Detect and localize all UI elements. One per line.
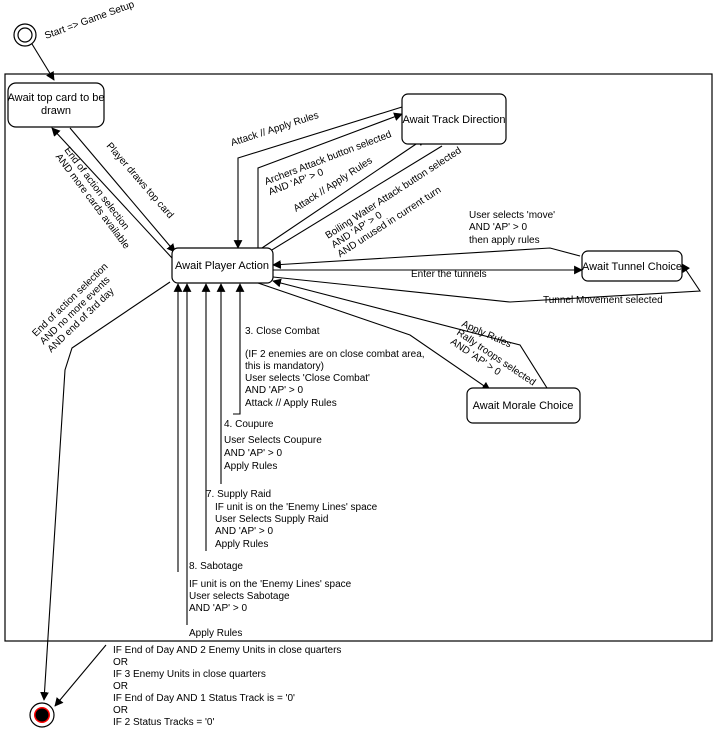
svg-text:AND 'AP' > 0: AND 'AP' > 0 — [189, 603, 247, 614]
svg-text:Apply Rules: Apply Rules — [189, 628, 242, 639]
edge-close-combat — [233, 283, 245, 415]
svg-text:User Selects Coupure: User Selects Coupure — [224, 435, 322, 446]
svg-text:IF unit is on the 'Enemy Lines: IF unit is on the 'Enemy Lines' space — [215, 502, 378, 513]
svg-text:Await Morale Choice: Await Morale Choice — [473, 400, 574, 412]
edge-tunnel-movement — [272, 263, 701, 303]
edge-apply-rules-morale — [272, 278, 548, 389]
svg-text:Await top card to be: Await top card to be — [7, 92, 104, 104]
edge-boiling-water — [261, 145, 443, 257]
edge-game-end — [54, 644, 107, 707]
state-await-tunnel-choice: Await Tunnel Choice — [581, 250, 683, 282]
edge-end-of-day3 — [40, 281, 171, 701]
composite-state-frame — [4, 73, 713, 642]
label-attack-top: Attack // Apply Rules — [230, 110, 321, 149]
svg-text:Apply Rules: Apply Rules — [224, 461, 277, 472]
svg-text:IF End of Day AND 2 Enemy Unit: IF End of Day AND 2 Enemy Units in close… — [113, 645, 341, 656]
state-await-top-card: Await top card to be drawn — [7, 82, 105, 128]
svg-text:8. Sabotage: 8. Sabotage — [189, 561, 243, 572]
svg-text:AND no more events: AND no more events — [38, 275, 112, 347]
state-await-morale-choice: Await Morale Choice — [466, 387, 581, 424]
svg-text:Attack // Apply Rules: Attack // Apply Rules — [245, 398, 337, 409]
label-start: Start => Game Setup — [43, 0, 136, 42]
svg-text:Apply Rules: Apply Rules — [215, 539, 268, 550]
label-user-selects-move: User selects 'move' AND 'AP' > 0 then ap… — [469, 210, 555, 246]
label-end-of-day3: End of action selection AND no more even… — [30, 261, 116, 355]
svg-text:User selects Sabotage: User selects Sabotage — [189, 591, 290, 602]
svg-text:then apply rules: then apply rules — [469, 235, 540, 246]
label-coupure: 4. Coupure User Selects Coupure AND 'AP'… — [224, 419, 322, 472]
svg-text:(IF 2 enemies are on close com: (IF 2 enemies are on close combat area, — [245, 349, 425, 360]
svg-text:OR: OR — [113, 705, 128, 716]
svg-text:AND 'AP' > 0: AND 'AP' > 0 — [224, 448, 282, 459]
label-enter-tunnels: Enter the tunnels — [411, 269, 487, 280]
svg-text:IF 3 Enemy Units in close quar: IF 3 Enemy Units in close quarters — [113, 669, 266, 680]
edge-start — [31, 43, 55, 81]
edge-user-selects-move — [272, 247, 581, 269]
state-await-track-direction: Await Track Direction — [401, 93, 507, 145]
edge-attack-mid — [261, 137, 426, 249]
edge-archers-attack — [257, 112, 403, 248]
svg-text:this is mandatory): this is mandatory) — [245, 361, 324, 372]
svg-text:7. Supply Raid: 7. Supply Raid — [206, 489, 271, 500]
svg-text:IF End of Day AND 1 Status Tra: IF End of Day AND 1 Status Track is = '0… — [113, 693, 295, 704]
svg-text:IF 2 Status Tracks = '0': IF 2 Status Tracks = '0' — [113, 717, 214, 728]
svg-text:AND 'AP' > 0: AND 'AP' > 0 — [245, 385, 303, 396]
svg-text:IF unit is on the 'Enemy Lines: IF unit is on the 'Enemy Lines' space — [189, 579, 352, 590]
label-sabotage: 8. Sabotage IF unit is on the 'Enemy Lin… — [189, 561, 352, 639]
svg-text:User selects 'move': User selects 'move' — [469, 210, 555, 221]
label-game-end: IF End of Day AND 2 Enemy Units in close… — [113, 645, 341, 728]
edge-rally-troops — [257, 282, 491, 391]
svg-text:User Selects Supply Raid: User Selects Supply Raid — [215, 514, 328, 525]
svg-text:Await Tunnel Choice: Await Tunnel Choice — [582, 261, 682, 273]
svg-text:Await Track Direction: Await Track Direction — [402, 114, 505, 126]
edge-attack-top — [233, 106, 403, 249]
final-state — [29, 702, 55, 728]
svg-text:AND 'AP' > 0: AND 'AP' > 0 — [215, 526, 273, 537]
label-tunnel-movement: Tunnel Movement selected — [543, 295, 663, 306]
label-boiling-water: Boiling Water Attack button selected AND… — [324, 145, 464, 260]
edge-draw-top-card — [69, 127, 176, 253]
state-await-player-action: Await Player Action — [171, 247, 274, 284]
svg-text:User selects 'Close Combat': User selects 'Close Combat' — [245, 373, 370, 384]
label-close-combat: 3. Close Combat (IF 2 enemies are on clo… — [245, 326, 425, 409]
edge-end-of-action-more-cards — [51, 127, 173, 259]
svg-text:OR: OR — [113, 657, 128, 668]
initial-state — [13, 23, 37, 47]
svg-text:3. Close Combat: 3. Close Combat — [245, 326, 320, 337]
svg-text:Await Player Action: Await Player Action — [175, 260, 269, 272]
svg-text:4. Coupure: 4. Coupure — [224, 419, 274, 430]
svg-text:OR: OR — [113, 681, 128, 692]
svg-text:drawn: drawn — [41, 105, 71, 117]
label-supply-raid: 7. Supply Raid IF unit is on the 'Enemy … — [206, 489, 378, 550]
svg-text:AND 'AP' > 0: AND 'AP' > 0 — [469, 222, 527, 233]
